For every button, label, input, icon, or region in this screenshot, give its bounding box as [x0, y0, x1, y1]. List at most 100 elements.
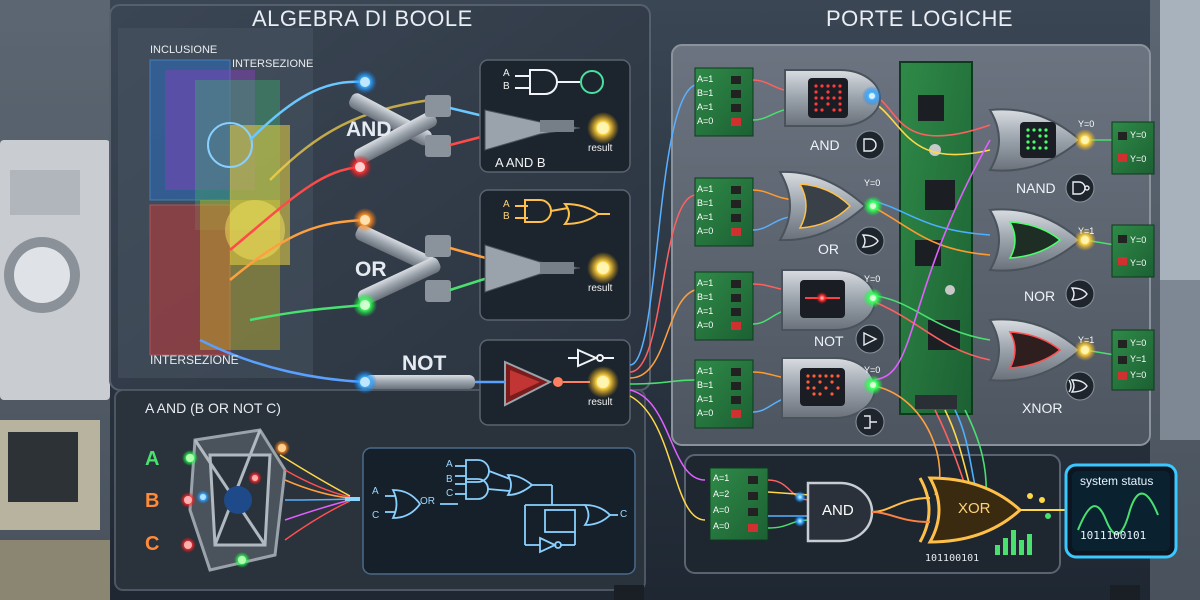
gate-and-name: AND — [810, 137, 840, 153]
system-status-monitor — [1064, 463, 1178, 559]
and-in-1: A=1 — [697, 74, 714, 84]
bottom-binary: 101100101 — [925, 553, 980, 564]
xnor-out-3: Y=0 — [1130, 370, 1147, 380]
gate-xnor-body — [988, 318, 1096, 382]
led-matrix-fourth — [806, 374, 840, 396]
or-in-4: A=0 — [697, 226, 714, 236]
right-panel-title: PORTE LOGICHE — [826, 6, 1014, 31]
fourth-in-3: A=1 — [697, 394, 714, 404]
expression-circuit-diagram — [385, 459, 618, 554]
xnor-out-1: Y=0 — [1130, 338, 1147, 348]
circuit-output-label: C — [620, 509, 628, 520]
and-gate-symbol — [515, 69, 604, 95]
gate-nand-name: NAND — [1016, 180, 1056, 196]
and-in-4: A=0 — [697, 116, 714, 126]
and-expression: A AND B — [495, 155, 546, 170]
or-card — [479, 189, 631, 321]
and-in-3: A=1 — [697, 102, 714, 112]
gate-fourth-output: Y=0 — [864, 365, 881, 375]
or-mechanism — [353, 208, 619, 317]
gate-not-body — [781, 269, 883, 331]
left-panel-title: ALGEBRA DI BOOLE — [252, 6, 473, 31]
bar-indicator — [995, 530, 1032, 555]
expression-circuit-card — [362, 447, 636, 575]
fourth-in-1: A=1 — [697, 366, 714, 376]
bottom-in-3: A=0 — [713, 505, 730, 515]
bottom-xor-gate — [871, 476, 1070, 544]
expression-cube — [180, 428, 290, 572]
input-b-label: B — [145, 490, 160, 512]
and-label: AND — [346, 118, 392, 141]
not-in-4: A=0 — [697, 320, 714, 330]
or-input-b: B — [503, 211, 510, 222]
background-equipment — [0, 140, 110, 600]
output-boards — [1111, 121, 1155, 391]
or-label: OR — [355, 258, 387, 281]
bottom-in-4: A=0 — [713, 521, 730, 531]
central-pcb — [899, 61, 973, 415]
gate-or-output: Y=0 — [864, 178, 881, 188]
gate-fourth-body — [781, 357, 883, 419]
bottom-xor-label: XOR — [958, 500, 991, 517]
circuit-input-a: A — [372, 486, 379, 497]
or-in-3: A=1 — [697, 212, 714, 222]
bottom-and-gate — [767, 481, 874, 543]
nor-out-1: Y=0 — [1130, 235, 1147, 245]
system-status-binary: 1011100101 — [1080, 529, 1147, 542]
gate-xnor-output: Y=1 — [1078, 335, 1095, 345]
circuit-input-b2: B — [446, 474, 453, 485]
nand-out-2: Y=0 — [1130, 154, 1147, 164]
venn-label-inclusione: INCLUSIONE — [150, 44, 218, 56]
gate-nand-body — [988, 108, 1096, 172]
and-in-2: B=1 — [697, 88, 714, 98]
nand-out-1: Y=0 — [1130, 130, 1147, 140]
input-boards — [694, 67, 769, 541]
bottom-and-label: AND — [822, 502, 854, 519]
and-result-label: result — [588, 143, 613, 154]
input-c-label: C — [145, 533, 160, 555]
not-label: NOT — [402, 352, 447, 375]
or-input-a: A — [503, 199, 510, 210]
not-mechanism — [353, 360, 619, 407]
gate-icon-symbols — [861, 138, 1090, 429]
or-gate-symbol — [515, 199, 610, 226]
circuit-input-c: C — [372, 510, 380, 521]
expression-wires — [279, 454, 360, 541]
gate-xnor-name: XNOR — [1022, 400, 1063, 416]
bottom-in-2: A=2 — [713, 489, 730, 499]
system-status-title: system status — [1080, 474, 1154, 488]
fourth-in-4: A=0 — [697, 408, 714, 418]
fiber-bundle — [629, 84, 706, 521]
not-in-3: A=1 — [697, 306, 714, 316]
bottom-in-1: A=1 — [713, 473, 730, 483]
venn-label-intersezione-bottom: INTERSEZIONE — [150, 353, 239, 367]
or-in-2: B=1 — [697, 198, 714, 208]
gate-or-name: OR — [818, 241, 839, 257]
gate-not-name: NOT — [814, 333, 844, 349]
not-in-1: A=1 — [697, 278, 714, 288]
xnor-out-2: Y=1 — [1130, 354, 1147, 364]
and-input-a: A — [503, 68, 510, 79]
not-gate-symbol — [568, 348, 614, 368]
input-a-label: A — [145, 448, 160, 470]
not-in-2: B=1 — [697, 292, 714, 302]
circuit-input-a2: A — [446, 459, 453, 470]
gate-not-output: Y=0 — [864, 274, 881, 284]
fourth-in-2: B=1 — [697, 380, 714, 390]
or-result-label: result — [588, 283, 613, 294]
circuit-input-c2: C — [446, 488, 454, 499]
venn-label-intersezione-top: INTERSEZIONE — [232, 58, 314, 70]
expression-title: A AND (B OR NOT C) — [145, 400, 281, 416]
gate-nor-name: NOR — [1024, 288, 1056, 304]
background-window — [1160, 0, 1200, 440]
and-mechanism-front — [484, 109, 619, 151]
or-in-1: A=1 — [697, 184, 714, 194]
and-input-b: B — [503, 81, 510, 92]
gate-nand-output: Y=0 — [1078, 119, 1095, 129]
gate-nor-body — [988, 208, 1096, 272]
venn-diagram — [118, 28, 313, 378]
not-result-label: result — [588, 397, 613, 408]
gate-or-body — [778, 170, 883, 242]
circuit-or-label: OR — [420, 496, 435, 507]
